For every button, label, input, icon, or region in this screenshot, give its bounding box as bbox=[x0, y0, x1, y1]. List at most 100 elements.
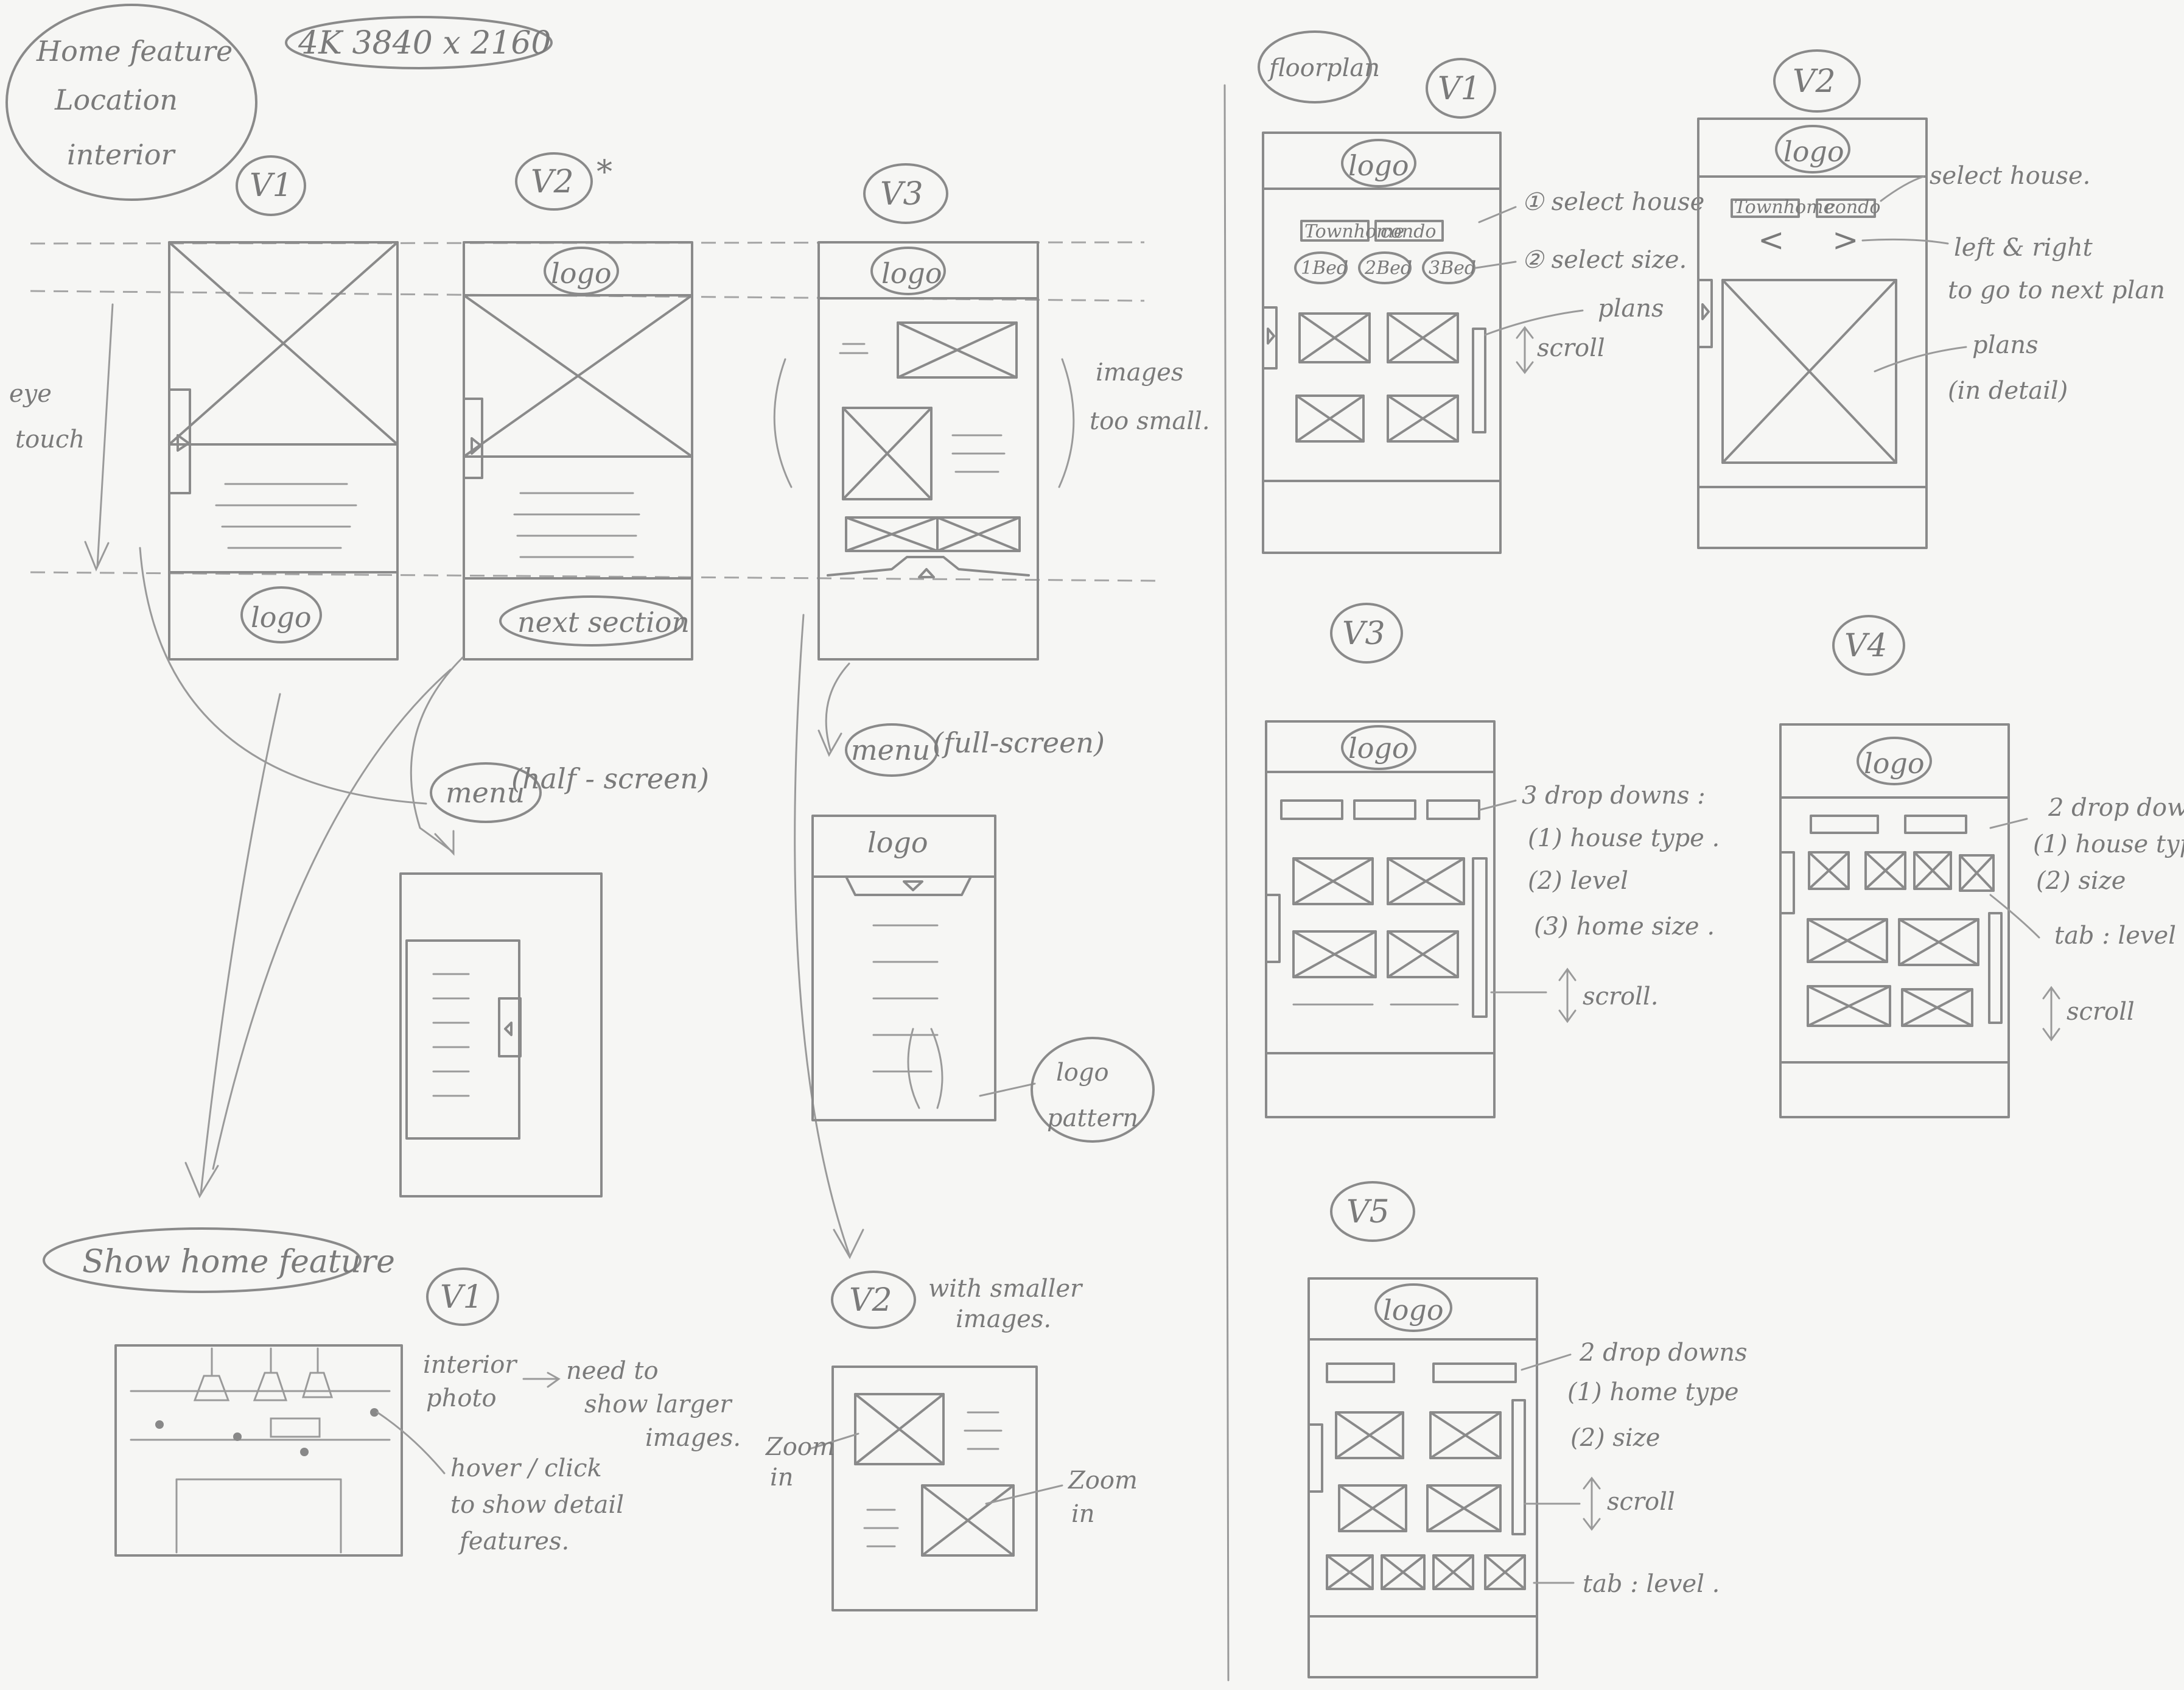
paren-right bbox=[1059, 359, 1074, 487]
phone-v1-logo: logo bbox=[251, 601, 312, 634]
fp-v3-label: V3 bbox=[1342, 615, 1385, 652]
hover-note-1: hover / click bbox=[450, 1454, 602, 1482]
phone-v3 bbox=[819, 242, 1038, 659]
flow-arrow-v3-menu bbox=[819, 664, 849, 755]
interior-photo-1: interior bbox=[423, 1351, 518, 1379]
fp-v4-phone bbox=[1780, 724, 2009, 1117]
fp-v1-scroll-arrow bbox=[1517, 328, 1533, 373]
floorplan-title: floorplan bbox=[1267, 54, 1380, 82]
fp-v5-logo: logo bbox=[1383, 1294, 1444, 1327]
fp-v3-note-4: (3) home size . bbox=[1534, 913, 1715, 941]
flow-arrow-v2-show bbox=[213, 670, 450, 1169]
with-smaller-2: images. bbox=[956, 1305, 1051, 1333]
version-v2-star: * bbox=[597, 154, 612, 191]
fp-v4-scroll-arrow bbox=[2043, 987, 2059, 1040]
zoom-pointer-right bbox=[986, 1485, 1062, 1504]
fp-v3-note-2: (1) house type . bbox=[1528, 824, 1720, 852]
paren-left bbox=[774, 359, 791, 487]
need-larger-1: need to bbox=[566, 1357, 659, 1385]
fp-v1-bed-2: 2Bed bbox=[1364, 258, 1412, 279]
fp-v1-note-1: ① select house bbox=[1522, 188, 1704, 216]
hover-pointer bbox=[377, 1412, 444, 1473]
fp-v2-btn-condo: condo bbox=[1825, 197, 1880, 218]
fp-v3-note-3: (2) level bbox=[1528, 867, 1628, 895]
images-note-1: images bbox=[1096, 359, 1183, 387]
fp-v3-pointer bbox=[1480, 801, 1516, 810]
fp-v1-pointer-1 bbox=[1479, 207, 1516, 222]
phone-v2-next-section: next section bbox=[517, 606, 690, 639]
fp-v5-note-3: (2) size bbox=[1570, 1424, 1660, 1452]
fp-v2-label: V2 bbox=[1793, 63, 1836, 100]
fp-v4-logo: logo bbox=[1864, 747, 1925, 780]
fp-v5-label: V5 bbox=[1346, 1194, 1390, 1230]
menu-full-logo: logo bbox=[867, 826, 928, 859]
zoom-left-2: in bbox=[770, 1464, 794, 1492]
fp-v2-btn-townhome: Townhome bbox=[1734, 197, 1834, 218]
need-larger-arrow bbox=[523, 1373, 559, 1387]
fp-v1-note-3: plans bbox=[1598, 295, 1664, 323]
topic-line-1: Home feature bbox=[36, 35, 233, 68]
zoom-wireframe bbox=[833, 1367, 1037, 1610]
fp-v4-label: V4 bbox=[1844, 628, 1888, 664]
topic-line-2: Location bbox=[54, 83, 178, 116]
flow-arrow-v2-menu bbox=[411, 657, 463, 854]
topic-line-3: interior bbox=[67, 138, 176, 171]
fp-v4-note-2: (1) house type bbox=[2033, 830, 2184, 858]
fp-v4-note-1: 2 drop downs bbox=[2048, 794, 2184, 822]
flow-arrow-v1-menu bbox=[140, 548, 426, 804]
zoom-right-1: Zoom bbox=[1067, 1467, 1138, 1495]
hover-note-2: to show detail bbox=[450, 1491, 624, 1519]
fp-v1-phone bbox=[1263, 133, 1500, 553]
fp-v1-note-4: scroll bbox=[1537, 334, 1605, 362]
fp-v5-note-4: scroll bbox=[1607, 1488, 1675, 1516]
phone-v2 bbox=[464, 242, 692, 659]
phone-v1 bbox=[169, 242, 397, 659]
fp-v2-note-5: (in detail) bbox=[1948, 377, 2068, 405]
fp-v2-pointer-1 bbox=[1881, 177, 1923, 201]
interior-photo-2: photo bbox=[426, 1384, 497, 1412]
zoom-right-2: in bbox=[1071, 1500, 1095, 1528]
fp-v2-pointer-2 bbox=[1863, 239, 1948, 244]
menu-full-note: (full-screen) bbox=[933, 726, 1105, 759]
fp-v3-logo: logo bbox=[1348, 732, 1409, 765]
logo-pattern-2: pattern bbox=[1047, 1104, 1138, 1132]
fp-v1-logo: logo bbox=[1348, 149, 1409, 182]
with-smaller-1: with smaller bbox=[928, 1275, 1083, 1303]
menu-half-wireframe bbox=[401, 874, 601, 1196]
fp-v5-phone bbox=[1309, 1278, 1537, 1677]
logo-pattern-pointer bbox=[980, 1084, 1035, 1096]
fp-v5-pointer-1 bbox=[1522, 1355, 1570, 1370]
show-v1-label: V1 bbox=[440, 1279, 483, 1316]
version-v2: V2 bbox=[531, 164, 574, 200]
fp-v4-note-3: (2) size bbox=[2036, 867, 2126, 895]
fp-v2-note-4: plans bbox=[1972, 331, 2039, 359]
eye-touch-1: eye bbox=[9, 380, 52, 408]
zoom-left-1: Zoom bbox=[765, 1433, 835, 1461]
logo-pattern-1: logo bbox=[1056, 1059, 1109, 1087]
interior-photo-wireframe bbox=[116, 1345, 402, 1555]
fp-v2-note-1: select house. bbox=[1930, 162, 2090, 190]
fp-v1-btn-condo: condo bbox=[1381, 221, 1436, 242]
images-note-2: too small. bbox=[1090, 407, 1210, 435]
fp-v4-note-4: tab : level bbox=[2054, 922, 2176, 950]
fp-v1-pointer-2 bbox=[1476, 262, 1516, 268]
fp-v5-note-2: (1) home type bbox=[1567, 1378, 1738, 1406]
fp-v2-note-2: left & right bbox=[1954, 234, 2093, 262]
fp-v2-arrow-left[interactable]: < bbox=[1758, 222, 1785, 259]
fp-v1-bed-1: 1Bed bbox=[1301, 258, 1348, 279]
page-divider bbox=[1225, 85, 1228, 1680]
fp-v1-label: V1 bbox=[1438, 71, 1481, 107]
need-larger-2: show larger bbox=[584, 1390, 733, 1418]
show-home-label: Show home feature bbox=[82, 1244, 395, 1280]
need-larger-3: images. bbox=[645, 1424, 741, 1452]
fp-v1-bed-3: 3Bed bbox=[1429, 258, 1476, 279]
phone-v3-logo: logo bbox=[881, 257, 942, 290]
fp-v2-phone bbox=[1698, 119, 1927, 548]
fp-v2-note-3: to go to next plan bbox=[1948, 276, 2165, 304]
fp-v3-scroll-arrow bbox=[1491, 969, 1575, 1022]
fp-v2-pointer-3 bbox=[1875, 347, 1966, 371]
version-v1: V1 bbox=[250, 167, 293, 204]
fp-v2-arrow-right[interactable]: > bbox=[1832, 222, 1859, 259]
hover-note-3: features. bbox=[458, 1527, 569, 1555]
flow-arrow-v3-zoom bbox=[795, 615, 863, 1257]
